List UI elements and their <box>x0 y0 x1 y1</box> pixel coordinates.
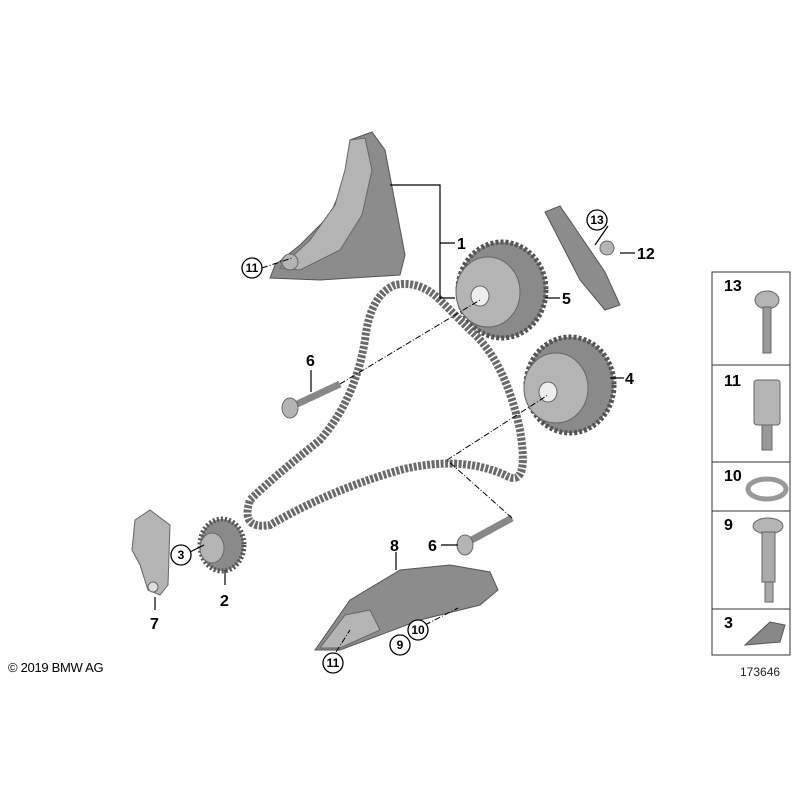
callout-5: 5 <box>562 291 571 308</box>
callout-6-upper: 6 <box>306 353 315 370</box>
svg-text:9: 9 <box>724 517 733 534</box>
bolt-6-upper[interactable] <box>281 380 342 419</box>
callout-7: 7 <box>150 616 159 633</box>
timing-chain[interactable] <box>243 280 527 530</box>
callout-12: 12 <box>637 246 655 263</box>
legend-item-3[interactable]: 3 <box>724 615 786 646</box>
camshaft-sprocket-5[interactable] <box>455 239 549 341</box>
svg-text:11: 11 <box>724 373 741 390</box>
callout-3: 3 <box>178 548 185 562</box>
callout-6-lower: 6 <box>428 538 437 555</box>
copyright-text: © 2019 BMW AG <box>8 660 104 675</box>
legend-item-13[interactable]: 13 <box>724 278 780 354</box>
callout-10: 10 <box>411 623 425 637</box>
legend-item-10[interactable]: 10 <box>724 468 789 502</box>
callout-1: 1 <box>457 236 466 253</box>
callout-2: 2 <box>220 593 229 610</box>
diagram-reference-number: 173646 <box>740 665 781 679</box>
parts-legend <box>711 271 791 656</box>
callout-13: 13 <box>590 213 604 227</box>
svg-text:13: 13 <box>724 278 742 295</box>
leader-1 <box>390 184 455 299</box>
callout-4: 4 <box>625 371 634 388</box>
bracket-7[interactable] <box>131 509 171 596</box>
crankshaft-sprocket-2[interactable] <box>197 516 247 574</box>
legend-item-9[interactable]: 9 <box>724 517 784 603</box>
svg-text:10: 10 <box>724 468 742 485</box>
callout-11-upper: 11 <box>246 261 259 275</box>
bolt-6-lower[interactable] <box>456 514 514 556</box>
callout-8: 8 <box>390 538 399 555</box>
callout-9: 9 <box>397 638 404 652</box>
upper-guide-rail[interactable] <box>269 131 406 281</box>
svg-text:3: 3 <box>724 615 733 632</box>
callout-11-lower: 11 <box>327 656 340 670</box>
legend-item-11[interactable]: 11 <box>724 373 781 451</box>
camshaft-sprocket-4[interactable] <box>523 334 617 436</box>
lower-guide-rail-8[interactable] <box>314 564 499 651</box>
chain-tensioner-12[interactable] <box>544 205 621 311</box>
